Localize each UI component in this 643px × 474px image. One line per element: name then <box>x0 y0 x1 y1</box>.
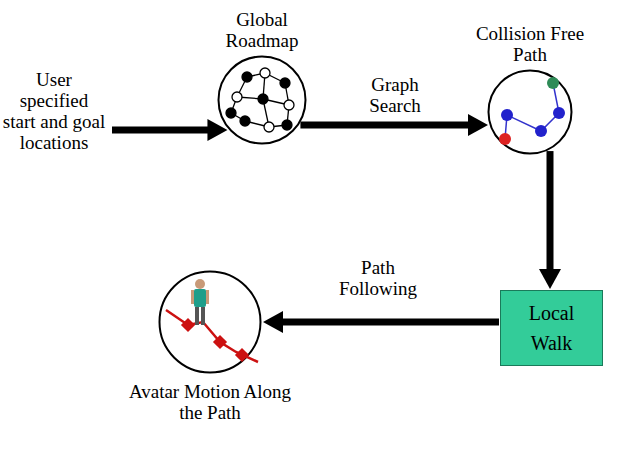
node-heading: Avatar Motion Along the Path <box>128 382 293 424</box>
process-box: Local Walk <box>500 290 603 366</box>
node-heading: Global Roadmap <box>212 10 312 52</box>
circle-outline <box>217 55 307 145</box>
illustration-circle: Collision Free Path <box>487 69 573 155</box>
illustration-circle: Avatar Motion Along the Path <box>158 270 262 374</box>
input-note: User specified start and goal locations <box>2 70 106 154</box>
flow-arrow <box>300 114 488 136</box>
box-text: Local Walk <box>521 298 583 358</box>
edge-label: Graph Search <box>350 75 440 117</box>
illustration-circle: Global Roadmap <box>217 55 307 145</box>
input-arrow <box>112 119 227 141</box>
node-heading: Collision Free Path <box>463 24 598 66</box>
flow-arrow <box>263 311 499 333</box>
circle-outline <box>487 69 573 155</box>
edge-label: Path Following <box>328 258 428 300</box>
circle-outline <box>158 270 262 374</box>
flow-arrow <box>539 151 561 289</box>
